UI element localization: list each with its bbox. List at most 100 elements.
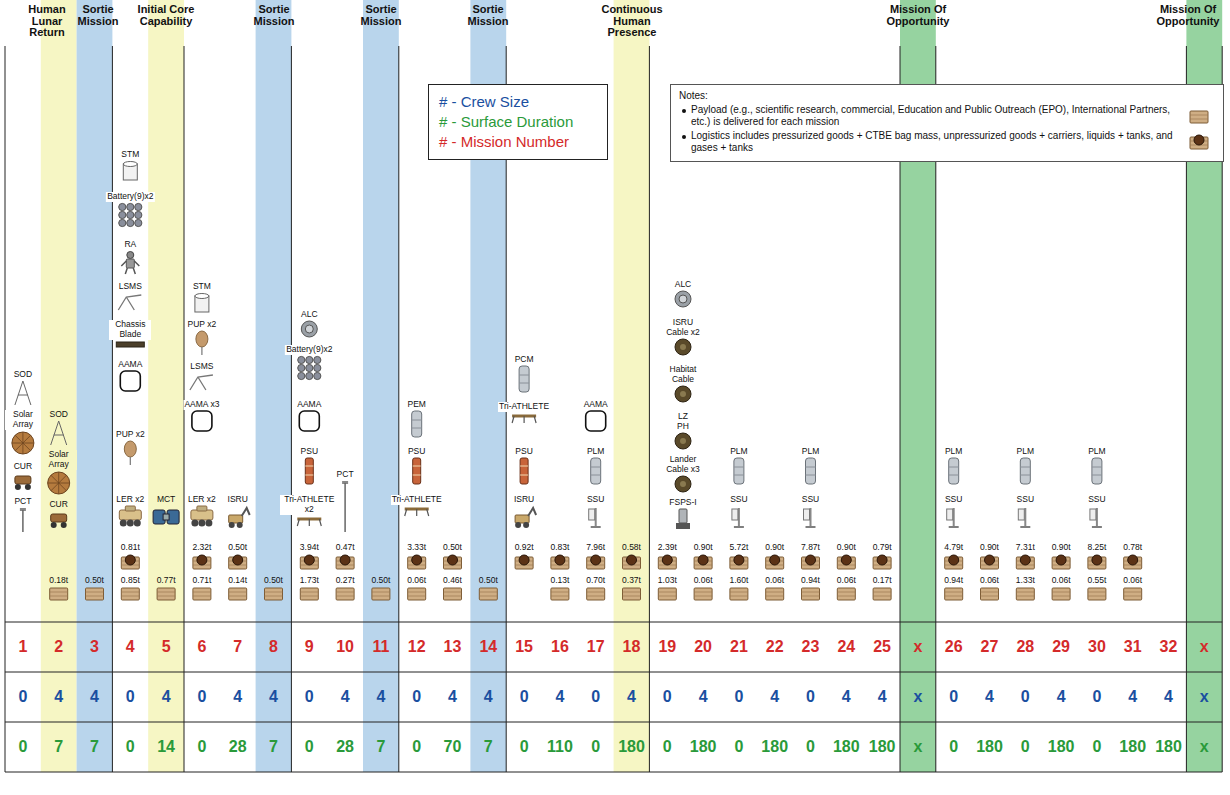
payload-crate [730,588,748,600]
module-icon [1092,467,1102,475]
ssu-icon [732,509,738,520]
table-cell: 0 [937,672,971,722]
crate-slat [1016,592,1034,596]
battery-cell [306,372,313,379]
column-band [77,0,113,772]
psu-icon [305,466,313,475]
equipment-label: SSU [586,495,605,505]
equipment-label: STM [192,282,212,292]
payload-crate [479,588,497,600]
battery-cell [298,372,305,379]
ssu-icon [949,526,959,528]
table-cell: 4 [78,672,112,722]
mass-value: 0.06t [836,576,857,586]
table-cell: 2 [42,622,76,672]
stm-icon [195,294,209,299]
column-band [614,0,650,772]
mass-value: 0.94t [943,576,964,586]
battery-cell [306,364,313,371]
pup-icon [196,331,208,347]
table-cell: 0 [6,722,40,772]
pup-icon [124,441,136,457]
group-divider [291,46,292,772]
athlete-icon [297,519,321,526]
table-cell: 180 [686,722,720,772]
table-cell: 17 [579,622,613,672]
logistics-ball [1128,555,1138,565]
equipment-label: SSU [1016,495,1035,505]
logistics-ball [877,555,887,565]
mass-value: 3.33t [406,543,427,553]
mass-value: 0.58t [621,543,642,553]
crate-slat [766,592,784,596]
table-cell: 28 [328,722,362,772]
equipment-label: ISRU [513,495,535,505]
stm-icon [123,162,137,167]
battery-cell [314,372,321,379]
crate-slat [694,592,712,596]
phase-heading: Sortie Mission [74,4,122,27]
table-cell: 14 [149,722,183,772]
equipment-label: PLM [1016,447,1035,457]
equipment-label: Lander Cable x3 [662,455,704,475]
robot-arm-icon [126,259,134,268]
table-cell: 4 [865,672,899,722]
logistics-ball [734,555,744,565]
table-cell: 180 [758,722,792,772]
table-cell: 3 [78,622,112,672]
solar-array-icon [48,472,70,494]
table-cell: 23 [794,622,828,672]
table-cell: 0 [794,672,828,722]
crate-slat [837,592,855,596]
rover-wheel [127,520,134,527]
mass-value: 1.60t [728,576,749,586]
equipment-label: LER x2 [115,495,145,505]
table-cell: 27 [973,622,1007,672]
table-cell: 4 [328,672,362,722]
logistics-ball [412,555,422,565]
ssu-icon [589,509,595,520]
crate-slat [623,592,641,596]
table-cell: 180 [973,722,1007,772]
crane-icon [118,295,141,310]
battery-cell [127,203,134,210]
table-cell: 26 [937,622,971,672]
table-cell: 4 [113,622,147,672]
ssu-icon [591,526,601,528]
excavator-icon [515,515,529,523]
note-item: Logistics includes pressurized goods + C… [679,130,1173,155]
legend-entry: # - Crew Size [439,92,597,112]
mass-value: 4.79t [943,543,964,553]
cur-wheel [15,484,21,490]
module-icon [412,411,422,437]
equipment-label: SSU [1087,495,1106,505]
equipment-label: AAMA [583,400,609,410]
table-cell: 28 [221,722,255,772]
payload-crate [86,588,104,600]
alc-icon [679,295,687,303]
legend-entry: # - Mission Number [439,132,597,152]
table-cell: 11 [364,622,398,672]
robot-arm-icon [127,252,134,259]
excavator-icon [242,508,250,516]
mass-value: 0.50t [478,576,499,586]
logistics-ball [340,555,350,565]
table-cell: 0 [650,672,684,722]
notes-box: Notes:Payload (e.g., scientific research… [670,84,1224,162]
crate-slat [1124,592,1142,596]
solar-array-icon [12,432,34,454]
table-cell: 180 [615,722,649,772]
logistics-ball [1194,135,1204,145]
table-cell: 4 [436,672,470,722]
mass-value: 0.90t [979,543,1000,553]
table-cell: 0 [400,672,434,722]
note-text: Payload (e.g., scientific research, comm… [691,104,1170,128]
table-cell: 29 [1044,622,1078,672]
battery-cell [314,356,321,363]
table-cell: 30 [1080,622,1114,672]
alc-icon [675,291,691,307]
table-rule [5,672,1222,673]
mass-value: 0.13t [549,576,570,586]
crate-slat [479,592,497,596]
battery-cell [306,356,313,363]
